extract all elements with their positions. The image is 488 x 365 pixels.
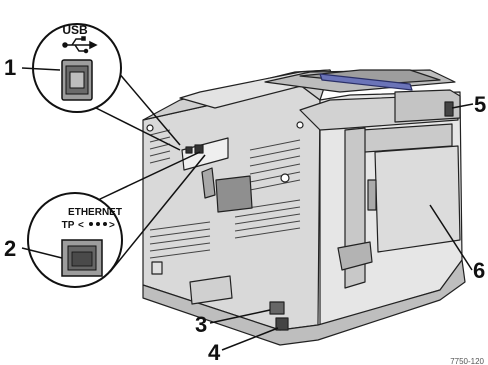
door-latch [445, 102, 453, 116]
callout-5: 5 [474, 92, 486, 117]
callout-6: 6 [473, 258, 485, 283]
ethernet-label-line2: TP [62, 220, 75, 231]
svg-text:>: > [109, 220, 115, 231]
figure-id: 7750-120 [450, 357, 484, 365]
printer-body [143, 70, 465, 345]
callout-1: 1 [4, 55, 16, 80]
ethernet-label-line1: ETHERNET [68, 207, 122, 218]
usb-label: USB [62, 23, 88, 37]
callout-3: 3 [195, 312, 207, 337]
usb-port-on-printer [186, 147, 192, 153]
callout-4: 4 [208, 340, 221, 365]
power-switch [270, 302, 284, 314]
rj45-port [62, 240, 102, 276]
usb-b-port [62, 60, 92, 100]
callout-2: 2 [4, 236, 16, 261]
svg-text:<: < [78, 220, 84, 231]
